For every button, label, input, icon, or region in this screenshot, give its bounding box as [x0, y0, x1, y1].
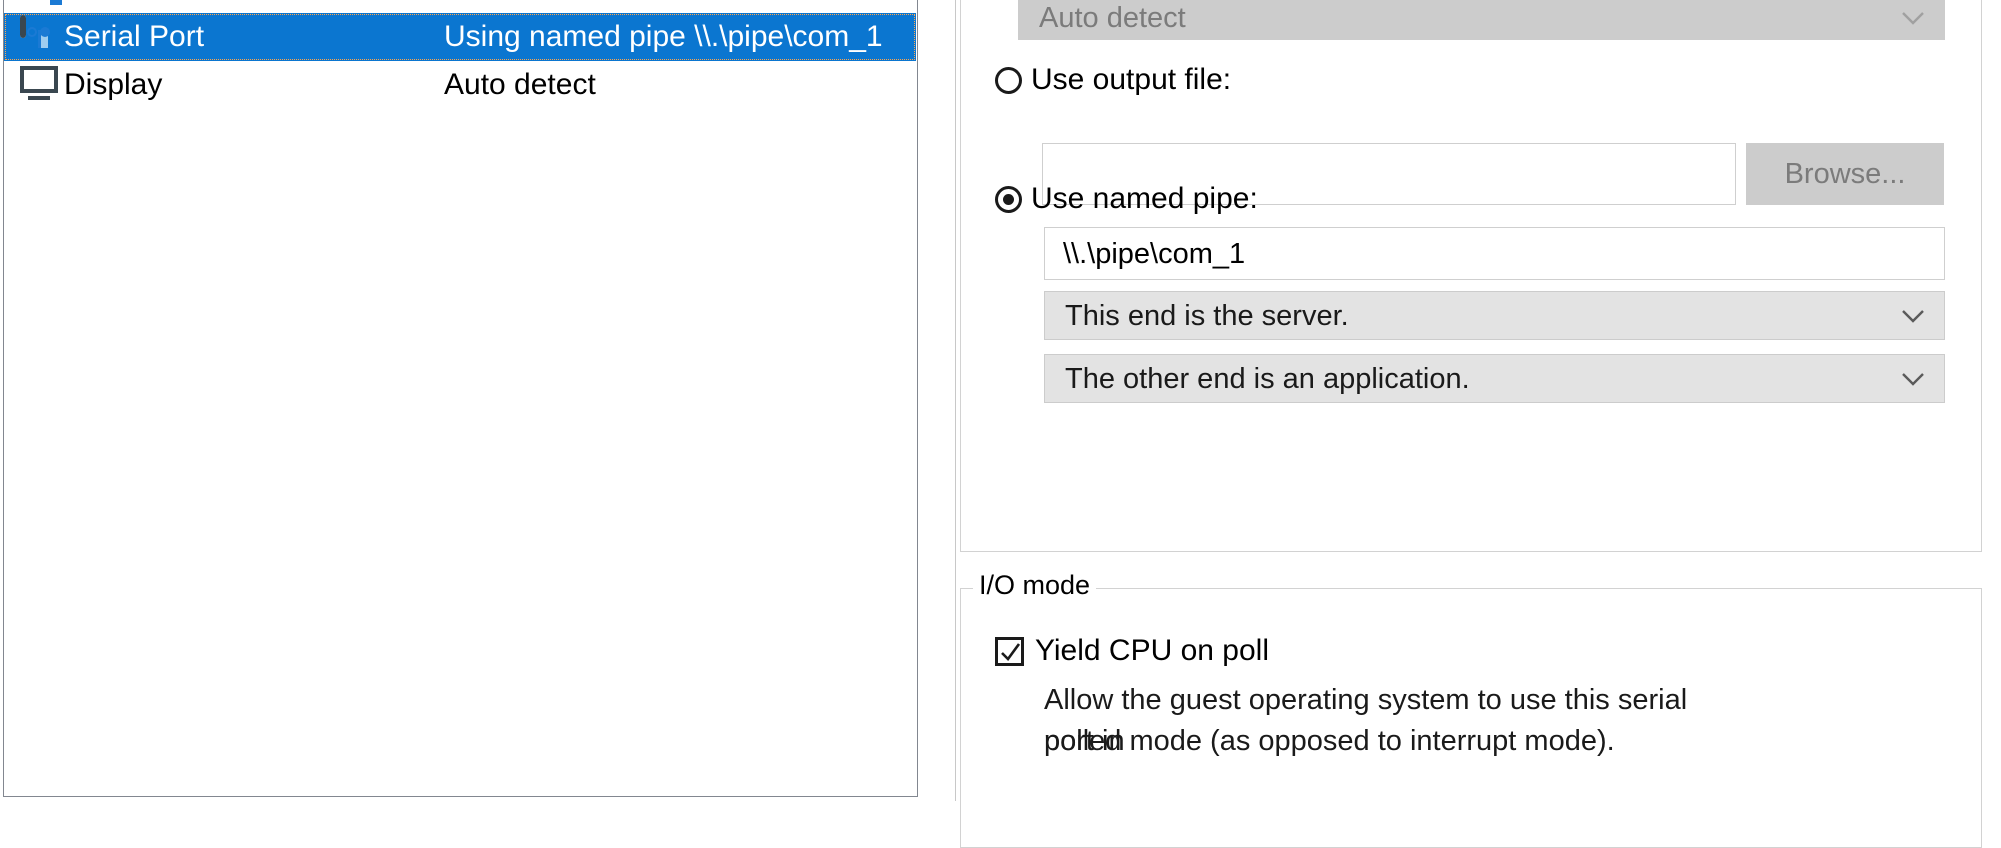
- yield-cpu-on-poll-checkbox[interactable]: Yield CPU on poll: [995, 634, 1269, 668]
- chevron-down-icon: [1902, 372, 1924, 386]
- list-item-serial-port[interactable]: Serial Port Using named pipe \\.\pipe\co…: [4, 13, 916, 61]
- pipe-other-end-value: The other end is an application.: [1065, 362, 1470, 395]
- settings-pane: Connection Auto detect Use output file: …: [956, 0, 2001, 848]
- use-named-pipe-label: Use named pipe:: [1031, 182, 1258, 215]
- physical-serial-port-select[interactable]: Auto detect: [1018, 0, 1945, 40]
- named-pipe-value: \\.\pipe\com_1: [1063, 237, 1246, 270]
- list-item[interactable]: [4, 0, 917, 13]
- chevron-down-icon: [1902, 11, 1924, 25]
- output-file-input[interactable]: [1042, 143, 1736, 205]
- list-item-display[interactable]: Display Auto detect: [4, 61, 917, 109]
- io-mode-description-line-2: polled mode (as opposed to interrupt mod…: [1044, 725, 1615, 757]
- use-output-file-label: Use output file:: [1031, 63, 1232, 96]
- radio-mark: [995, 66, 1022, 94]
- pipe-end-role-value: This end is the server.: [1065, 299, 1349, 332]
- list-item-label: Display: [64, 68, 163, 101]
- device-list[interactable]: Serial Port Using named pipe \\.\pipe\co…: [3, 0, 918, 797]
- checkmark-icon: [995, 636, 1024, 666]
- serial-port-icon: [20, 15, 60, 57]
- browse-button[interactable]: Browse...: [1746, 143, 1944, 205]
- use-output-file-radio[interactable]: Use output file:: [995, 63, 1231, 97]
- use-named-pipe-radio[interactable]: Use named pipe:: [995, 182, 1258, 216]
- physical-serial-port-value: Auto detect: [1039, 2, 1186, 34]
- named-pipe-input[interactable]: \\.\pipe\com_1: [1044, 227, 1945, 280]
- list-item-summary: Auto detect: [444, 68, 596, 101]
- pipe-end-role-select[interactable]: This end is the server.: [1044, 291, 1945, 340]
- browse-button-label: Browse...: [1784, 158, 1906, 190]
- panel-divider: [955, 0, 956, 801]
- usb-controller-icon: [20, 0, 62, 9]
- io-mode-group-title: I/O mode: [973, 569, 1097, 601]
- io-mode-description-line-1: Allow the guest operating system to use …: [1044, 684, 1688, 757]
- yield-cpu-label: Yield CPU on poll: [1035, 634, 1270, 667]
- pipe-other-end-select[interactable]: The other end is an application.: [1044, 354, 1945, 403]
- display-icon: [20, 65, 60, 105]
- chevron-down-icon: [1902, 309, 1924, 323]
- list-item-summary: Using named pipe \\.\pipe\com_1: [444, 20, 883, 53]
- radio-mark-checked: [995, 185, 1022, 213]
- connection-groupbox: Connection: [960, 0, 1982, 552]
- list-item-label: Serial Port: [64, 20, 205, 53]
